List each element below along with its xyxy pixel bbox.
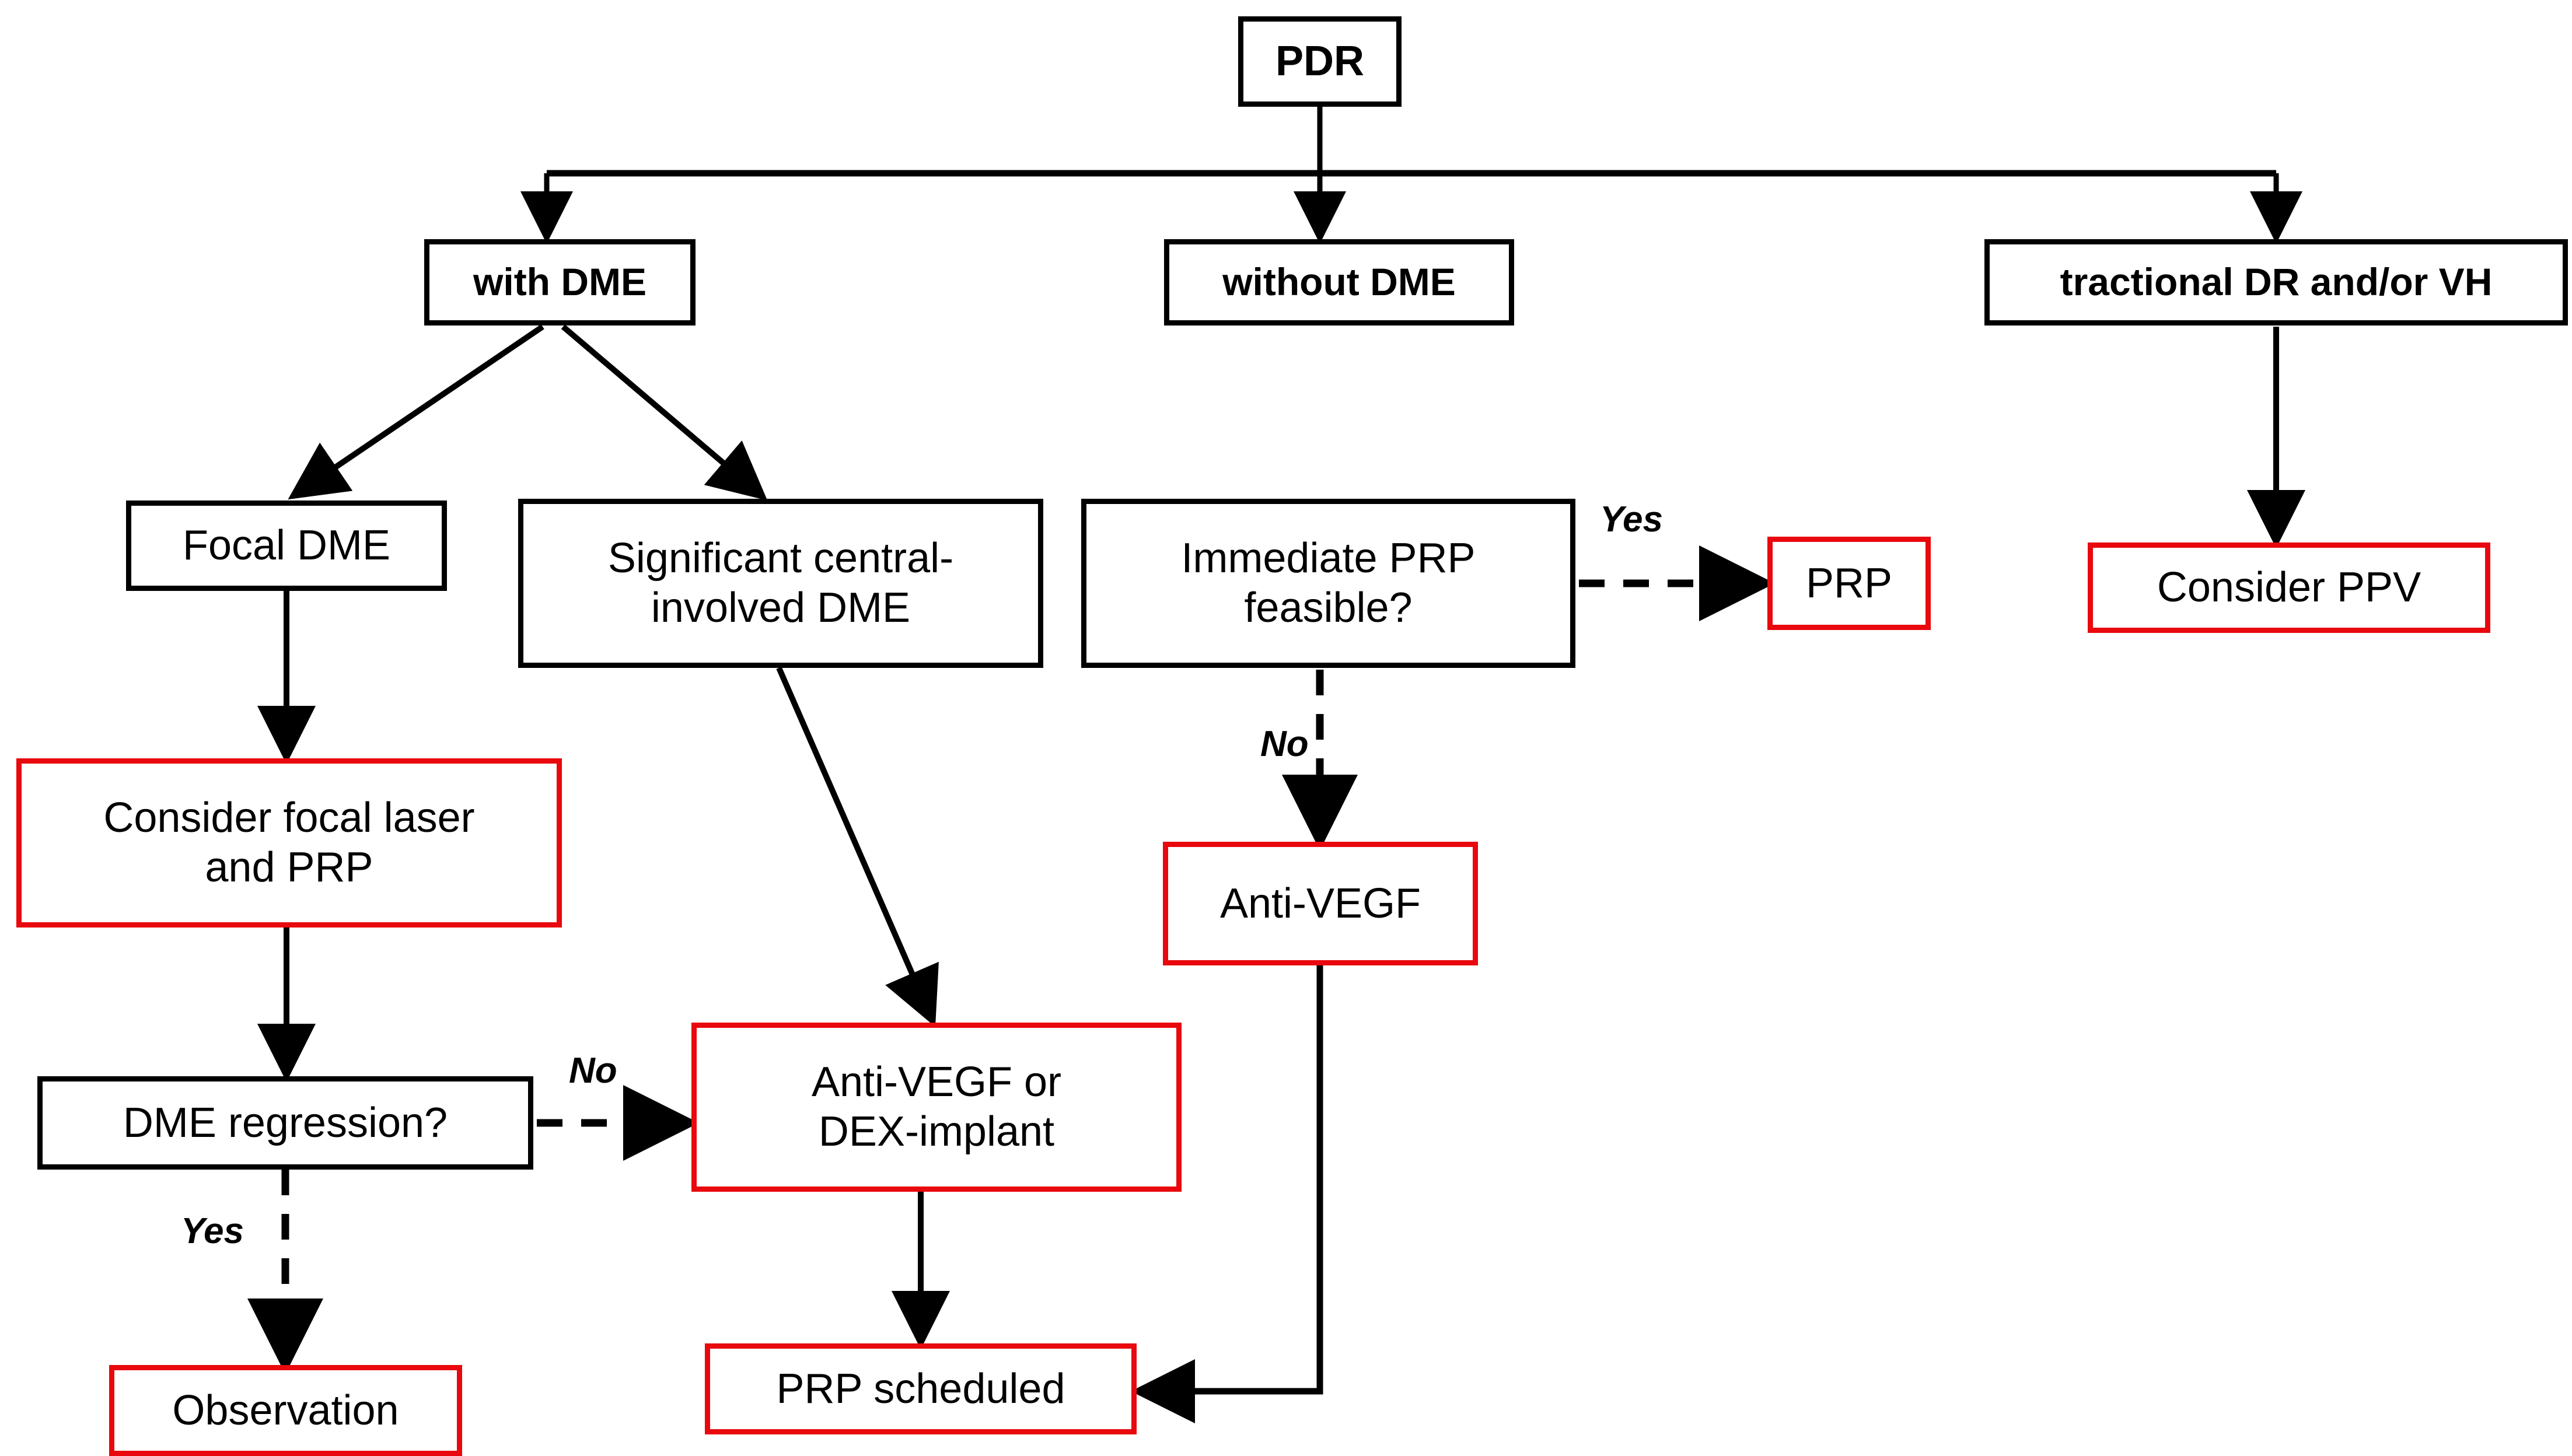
edge-significant-dex — [776, 667, 939, 1027]
edge-withdme-focal — [288, 324, 544, 500]
node-immediate-prp-feasible[interactable]: Immediate PRP feasible? — [1081, 499, 1575, 668]
node-without-dme[interactable]: without DME — [1164, 239, 1514, 326]
edge-pdr-bus — [520, 107, 2302, 244]
node-significant-central-involved-dme[interactable]: Significant central- involved DME — [518, 499, 1043, 668]
node-dme-regression[interactable]: DME regression? — [37, 1076, 533, 1170]
node-pdr[interactable]: PDR — [1238, 16, 1402, 107]
node-with-dme[interactable]: with DME — [424, 239, 696, 326]
edge-antivegf-prpscheduled — [1131, 965, 1323, 1423]
node-tractional-dr-vh[interactable]: tractional DR and/or VH — [1984, 239, 2568, 326]
node-consider-ppv[interactable]: Consider PPV — [2088, 542, 2490, 633]
edge-label-no-anti-vegf: No — [1260, 724, 1309, 764]
node-anti-vegf[interactable]: Anti-VEGF — [1163, 842, 1478, 965]
node-prp-scheduled[interactable]: PRP scheduled — [705, 1343, 1137, 1434]
edge-label-yes-prp: Yes — [1600, 499, 1664, 540]
node-prp[interactable]: PRP — [1767, 537, 1931, 630]
node-anti-vegf-or-dex-implant[interactable]: Anti-VEGF or DEX-implant — [691, 1023, 1182, 1192]
node-observation[interactable]: Observation — [109, 1365, 462, 1456]
node-focal-dme[interactable]: Focal DME — [126, 501, 447, 591]
edge-label-no-dex-implant: No — [569, 1051, 617, 1091]
edge-withdme-significant — [561, 324, 768, 501]
edge-label-yes-observation: Yes — [181, 1211, 244, 1251]
node-consider-focal-laser-and-prp[interactable]: Consider focal laser and PRP — [16, 758, 562, 928]
